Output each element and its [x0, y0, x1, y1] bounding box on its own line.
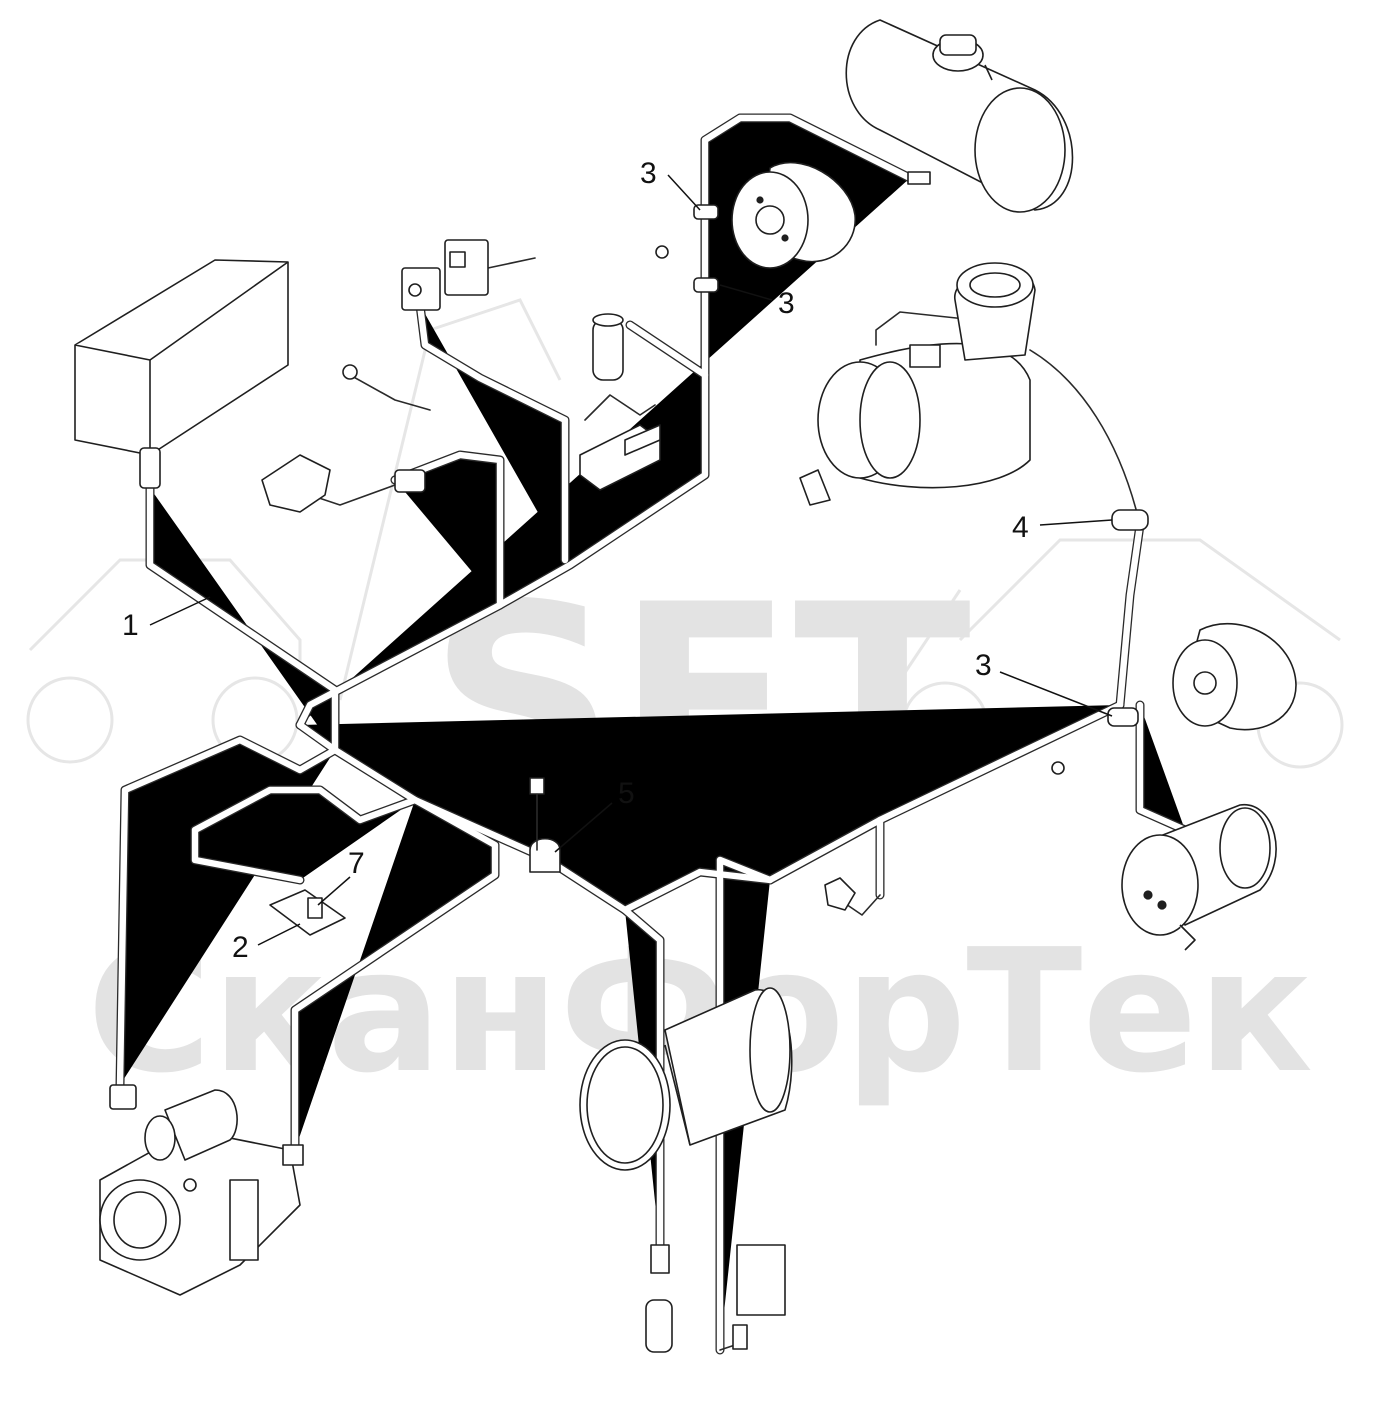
relay-icon [401, 239, 489, 311]
callout-4: 4 [1012, 511, 1113, 544]
fuse-block-icon [261, 454, 426, 513]
callout-3-top: 3 [640, 157, 701, 211]
callout-3-mid: 3 [719, 284, 795, 320]
ac-compressor-icon [1121, 804, 1277, 951]
air-filter-icon [799, 262, 1036, 506]
callout-3-right-number: 3 [975, 649, 992, 682]
callout-7: 7 [317, 847, 365, 906]
capacitor-icon [592, 313, 624, 381]
callout-1: 1 [122, 596, 211, 642]
engine-pump-icon [99, 1089, 304, 1296]
callouts: 1 2 3 3 3 4 5 7 [122, 157, 1113, 964]
battery-box-icon [74, 259, 289, 489]
callout-3-top-number: 3 [640, 157, 657, 190]
fuel-tank-icon [845, 19, 1074, 213]
ring-terminal-icon [342, 364, 358, 380]
sensor-icon [824, 877, 856, 911]
bottom-connectors [109, 1084, 786, 1353]
callout-3-mid-number: 3 [778, 287, 795, 320]
clamp-icon [529, 204, 1149, 873]
callout-2-number: 2 [232, 931, 249, 964]
callout-5-number: 5 [618, 777, 635, 810]
callout-5: 5 [554, 777, 635, 853]
callout-7-number: 7 [348, 847, 365, 880]
alternator-right-icon [1051, 622, 1297, 775]
callout-1-number: 1 [122, 609, 139, 642]
horn-icon [579, 987, 793, 1171]
callout-4-number: 4 [1012, 511, 1029, 544]
alternator-icon [655, 162, 856, 269]
callout-3-right: 3 [975, 649, 1113, 717]
callout-2: 2 [232, 923, 301, 964]
terminal-board-icon [579, 394, 661, 491]
